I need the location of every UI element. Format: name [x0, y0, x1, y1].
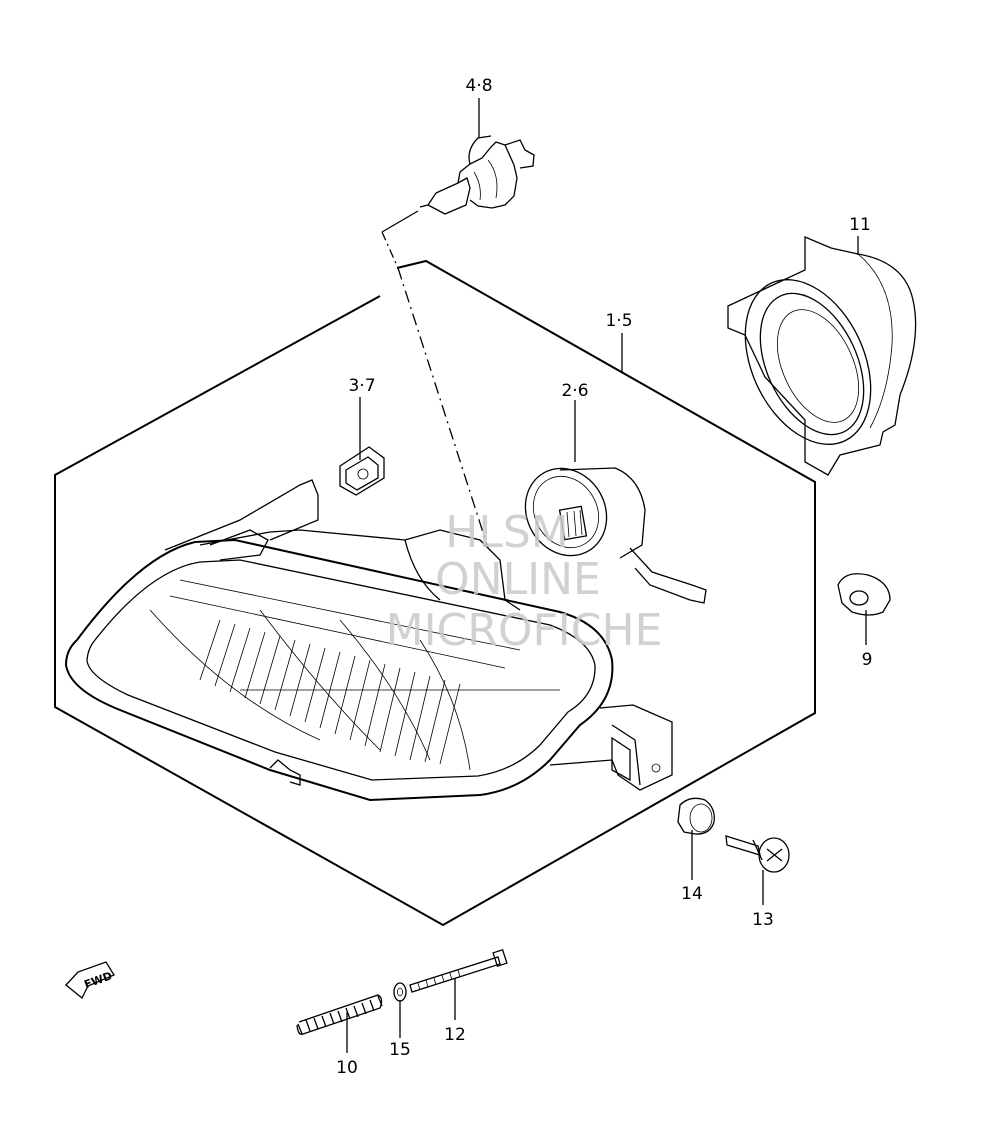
- adjusting-bolt-part: [409, 948, 508, 993]
- bulb-part: [419, 135, 535, 215]
- grommet-bottom-part: [677, 797, 715, 835]
- spring-part: [296, 994, 383, 1035]
- grommet-right-part: [837, 573, 891, 616]
- clip-part: [339, 446, 385, 496]
- label-washer: 15: [389, 1040, 411, 1060]
- part-labels: 4·8 1·5 3·7 2·6 11 9 14 13 10 15 12: [336, 76, 872, 1078]
- label-grommet-right: 9: [862, 650, 873, 670]
- washer-part: [393, 982, 407, 1002]
- bolt-thread-lines: [417, 969, 461, 991]
- socket-cover-part: [727, 236, 917, 476]
- fwd-text: FWD: [82, 969, 113, 991]
- headlamp-housing-part: [64, 479, 673, 802]
- label-clip: 3·7: [348, 376, 375, 396]
- label-housing: 1·5: [605, 311, 632, 331]
- label-bolt: 12: [444, 1025, 466, 1045]
- watermark-line-2: ONLINE: [435, 554, 601, 605]
- assembly-frame: [54, 259, 816, 927]
- leader-lines: [346, 98, 867, 1053]
- watermark-line-1: HLSM: [445, 507, 569, 558]
- socket-part: [524, 467, 707, 604]
- label-socket: 2·6: [561, 381, 588, 401]
- label-spring: 10: [336, 1058, 358, 1078]
- fwd-direction-marker: FWD: [65, 961, 115, 1000]
- label-bulb: 4·8: [465, 76, 492, 96]
- bulb-leader-line: [381, 210, 489, 549]
- label-grommet-bottom: 14: [681, 884, 703, 904]
- watermark: HLSM ONLINE MICROFICHE: [386, 507, 663, 656]
- lens-hatching: [199, 619, 461, 765]
- watermark-line-3: MICROFICHE: [386, 605, 663, 656]
- label-screw: 13: [752, 910, 774, 930]
- screw-part: [725, 835, 790, 873]
- label-cover: 11: [849, 215, 871, 235]
